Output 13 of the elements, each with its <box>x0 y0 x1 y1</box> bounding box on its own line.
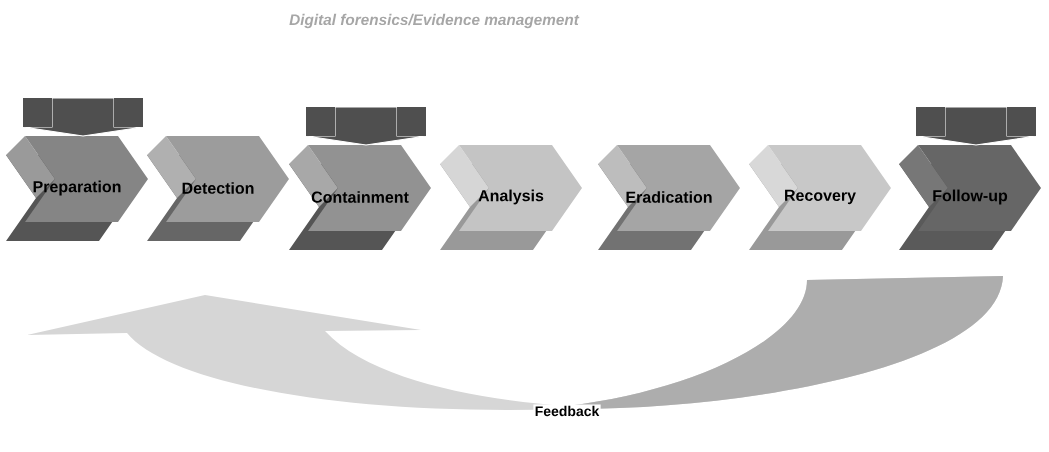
chevron-step: Eradication <box>598 145 740 250</box>
chevron-step: Detection <box>147 136 289 241</box>
block-arrow <box>22 97 144 137</box>
curved-arrow <box>27 276 1003 410</box>
block-arrow <box>915 106 1037 146</box>
chevron-step: Follow-up <box>899 145 1041 250</box>
chevron-step: Recovery <box>749 145 891 250</box>
block-arrow <box>305 106 427 146</box>
edge-label: Feedback <box>533 404 601 418</box>
chevron-step: Preparation <box>6 136 148 241</box>
title: Digital forensics/Evidence management <box>289 13 580 29</box>
chevron-step: Analysis <box>440 145 582 250</box>
chevron-step: Containment <box>289 145 431 250</box>
